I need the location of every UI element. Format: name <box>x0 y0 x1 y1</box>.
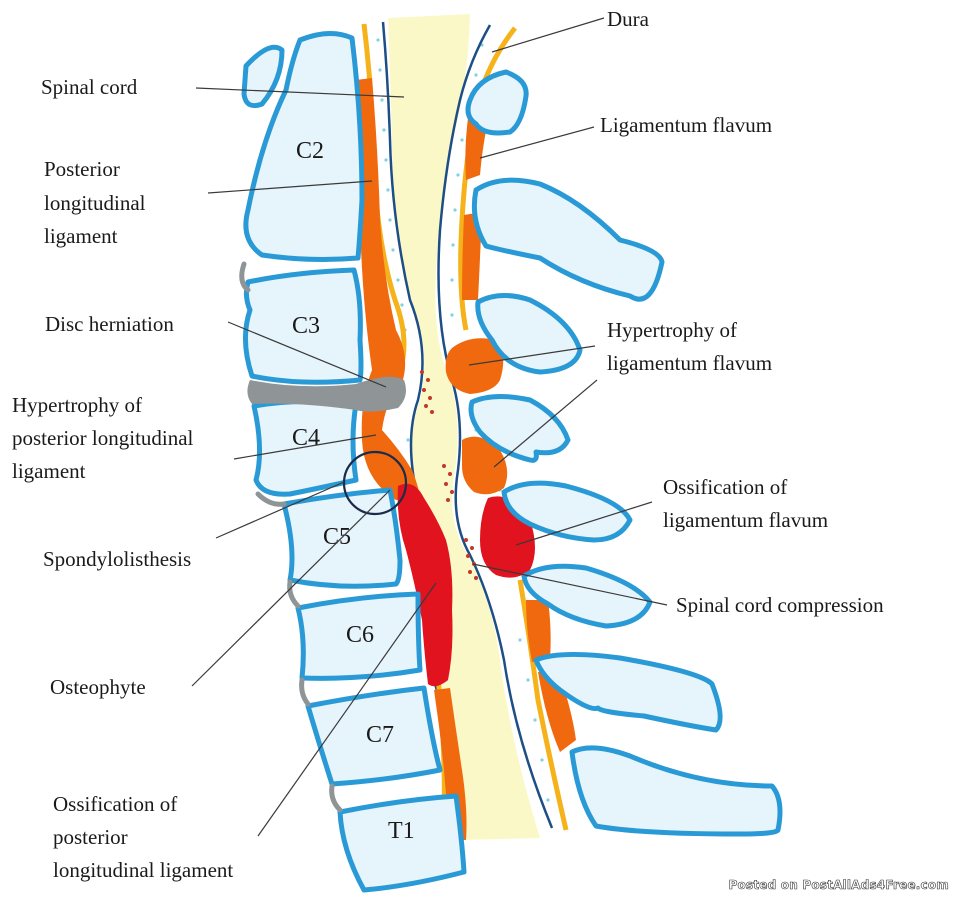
leader-hypertrophy-lf-2 <box>493 379 598 468</box>
label-pll-line3: ligament <box>44 224 118 248</box>
label-hypertrophy-pll-line3: ligament <box>12 459 86 483</box>
leader-ligamentum-flavum <box>479 126 595 159</box>
label-opll-line1: Ossification of <box>53 792 177 816</box>
compression-dots <box>420 370 478 580</box>
vertebra-labels: C2 C3 C4 C5 C6 C7 T1 <box>292 138 415 844</box>
lamina-t1 <box>569 745 783 837</box>
leader-osteophyte <box>191 489 391 687</box>
label-pll-line2: longitudinal <box>44 191 146 215</box>
label-disc-herniation: Disc herniation <box>45 312 174 336</box>
vertebra-c7 <box>305 685 443 787</box>
vertebra-t1 <box>337 793 467 893</box>
label-hypertrophy-pll-line2: posterior longitudinal <box>12 426 194 450</box>
vertebra-label-c7: C7 <box>366 722 394 748</box>
hypertrophy-ligamentum-flavum-upper <box>445 338 504 394</box>
vertebra-label-t1: T1 <box>388 818 415 844</box>
label-ossification-lf-line1: Ossification of <box>663 475 787 499</box>
spondylolisthesis-marker <box>342 450 408 516</box>
lamina-c7 <box>533 651 723 733</box>
leader-ossification-lf <box>515 501 653 546</box>
label-dura: Dura <box>607 7 650 31</box>
label-opll-line3: longitudinal ligament <box>53 858 233 882</box>
leader-disc-herniation <box>227 321 387 388</box>
pia-line-right <box>437 24 554 829</box>
label-hypertrophy-pll-line1: Hypertrophy of <box>12 393 142 417</box>
vertebra-label-c6: C6 <box>346 622 374 648</box>
label-spinal-cord: Spinal cord <box>41 75 138 99</box>
label-osteophyte: Osteophyte <box>50 675 146 699</box>
lamina-c2 <box>471 177 665 302</box>
posterior-elements <box>465 69 783 837</box>
label-ligamentum-flavum: Ligamentum flavum <box>600 113 772 137</box>
disc-c5-c6 <box>287 579 301 609</box>
disc-herniation <box>247 376 406 412</box>
lamina-c1 <box>465 69 529 136</box>
leader-pll <box>207 180 373 194</box>
leader-dura <box>491 17 605 53</box>
disc-c2-c3 <box>239 261 251 293</box>
lamina-c5 <box>501 480 633 543</box>
leader-spinal-cord <box>195 87 405 98</box>
label-spondylolisthesis: Spondylolisthesis <box>43 547 191 571</box>
leader-hypertrophy-pll <box>233 434 377 460</box>
vertebra-c3 <box>242 267 364 385</box>
vertebra-c2 <box>243 31 365 262</box>
annotation-labels: Spinal cord Dura Ligamentum flavum Poste… <box>12 7 884 882</box>
label-hypertrophy-lf-line1: Hypertrophy of <box>607 318 737 342</box>
lamina-c4 <box>468 394 571 463</box>
vertebra-label-c3: C3 <box>292 313 320 339</box>
ossification-posterior-longitudinal-ligament <box>397 483 453 687</box>
label-ossification-lf-line2: ligamentum flavum <box>663 508 828 532</box>
label-spinal-cord-compression: Spinal cord compression <box>676 593 884 617</box>
disc-c4-c5 <box>255 491 287 507</box>
vertebra-c6 <box>295 591 423 681</box>
leader-lines <box>191 17 668 837</box>
watermark: Posted on PostAllAds4Free.com <box>728 878 949 893</box>
label-opll-line2: posterior <box>53 825 128 849</box>
leader-spondylolisthesis <box>215 481 345 539</box>
label-hypertrophy-lf-line2: ligamentum flavum <box>607 351 772 375</box>
disc-c6-c7 <box>299 677 311 707</box>
vertebral-bodies <box>239 31 467 893</box>
lamina-c3 <box>475 293 583 375</box>
hypertrophy-ligamentum-flavum-middle <box>462 436 508 495</box>
leader-opll <box>257 582 437 837</box>
dens-fragment <box>241 44 285 109</box>
label-pll-line1: Posterior <box>44 157 120 181</box>
leader-spinal-cord-compression <box>472 563 668 606</box>
ligamentum-flavum-upper <box>462 118 488 300</box>
vertebra-label-c5: C5 <box>323 524 351 550</box>
vertebra-label-c2: C2 <box>296 138 324 164</box>
disc-c7-t1 <box>329 783 343 813</box>
leader-hypertrophy-lf-1 <box>468 345 596 366</box>
